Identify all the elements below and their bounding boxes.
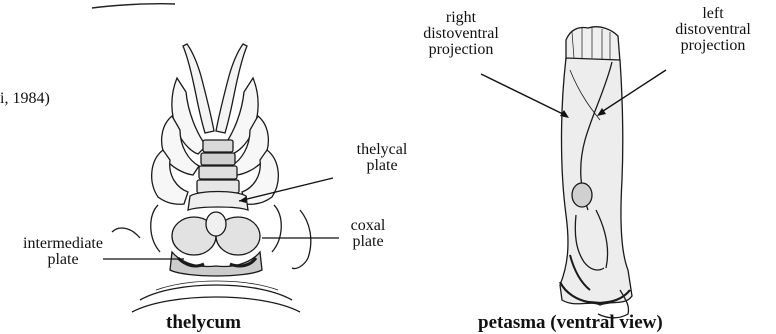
label-left-distoventral-projection: left distoventral projection: [654, 6, 772, 54]
label-coxal-plate-line2: plate: [340, 234, 396, 250]
page-rule-fragment: [92, 4, 175, 8]
caption-thelycum: thelycum: [166, 312, 241, 334]
label-left-projection-line3: projection: [654, 38, 772, 54]
label-left-projection-line2: distoventral: [654, 22, 772, 38]
label-left-projection-line1: left: [654, 6, 772, 22]
label-intermediate-plate: intermediate plate: [4, 236, 122, 268]
label-intermediate-plate-line1: intermediate: [4, 236, 122, 252]
label-coxal-plate: coxal plate: [340, 218, 396, 250]
thelycum-drawing: [112, 44, 311, 312]
petasma-drawing: [560, 27, 632, 318]
label-right-distoventral-projection: right distoventral projection: [402, 10, 520, 58]
citation-fragment: i, 1984): [0, 91, 50, 107]
label-thelycal-plate-line1: thelycal: [342, 142, 422, 158]
label-right-projection-line1: right: [402, 10, 520, 26]
label-coxal-plate-line1: coxal: [340, 218, 396, 234]
caption-petasma: petasma (ventral view): [478, 312, 663, 334]
label-right-projection-line2: distoventral: [402, 26, 520, 42]
label-intermediate-plate-line2: plate: [4, 252, 122, 268]
label-thelycal-plate: thelycal plate: [342, 142, 422, 174]
label-thelycal-plate-line2: plate: [342, 158, 422, 174]
leader-right-projection: [481, 74, 567, 116]
label-right-projection-line3: projection: [402, 42, 520, 58]
